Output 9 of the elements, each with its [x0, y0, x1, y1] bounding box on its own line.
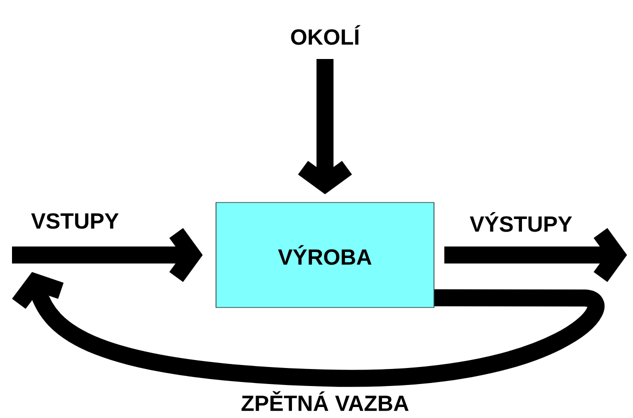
input-label: OKOLÍ — [291, 25, 360, 45]
edge-label: ZPĚTNÁ VAZBA — [242, 391, 409, 411]
arrow — [12, 272, 604, 386]
edge-label: VSTUPY — [31, 213, 119, 229]
process-box: VÝROBA — [216, 202, 434, 308]
arrow — [444, 228, 627, 282]
arrow — [12, 228, 203, 282]
edge-label: VÝSTUPY — [470, 212, 572, 232]
arrow — [298, 59, 352, 194]
